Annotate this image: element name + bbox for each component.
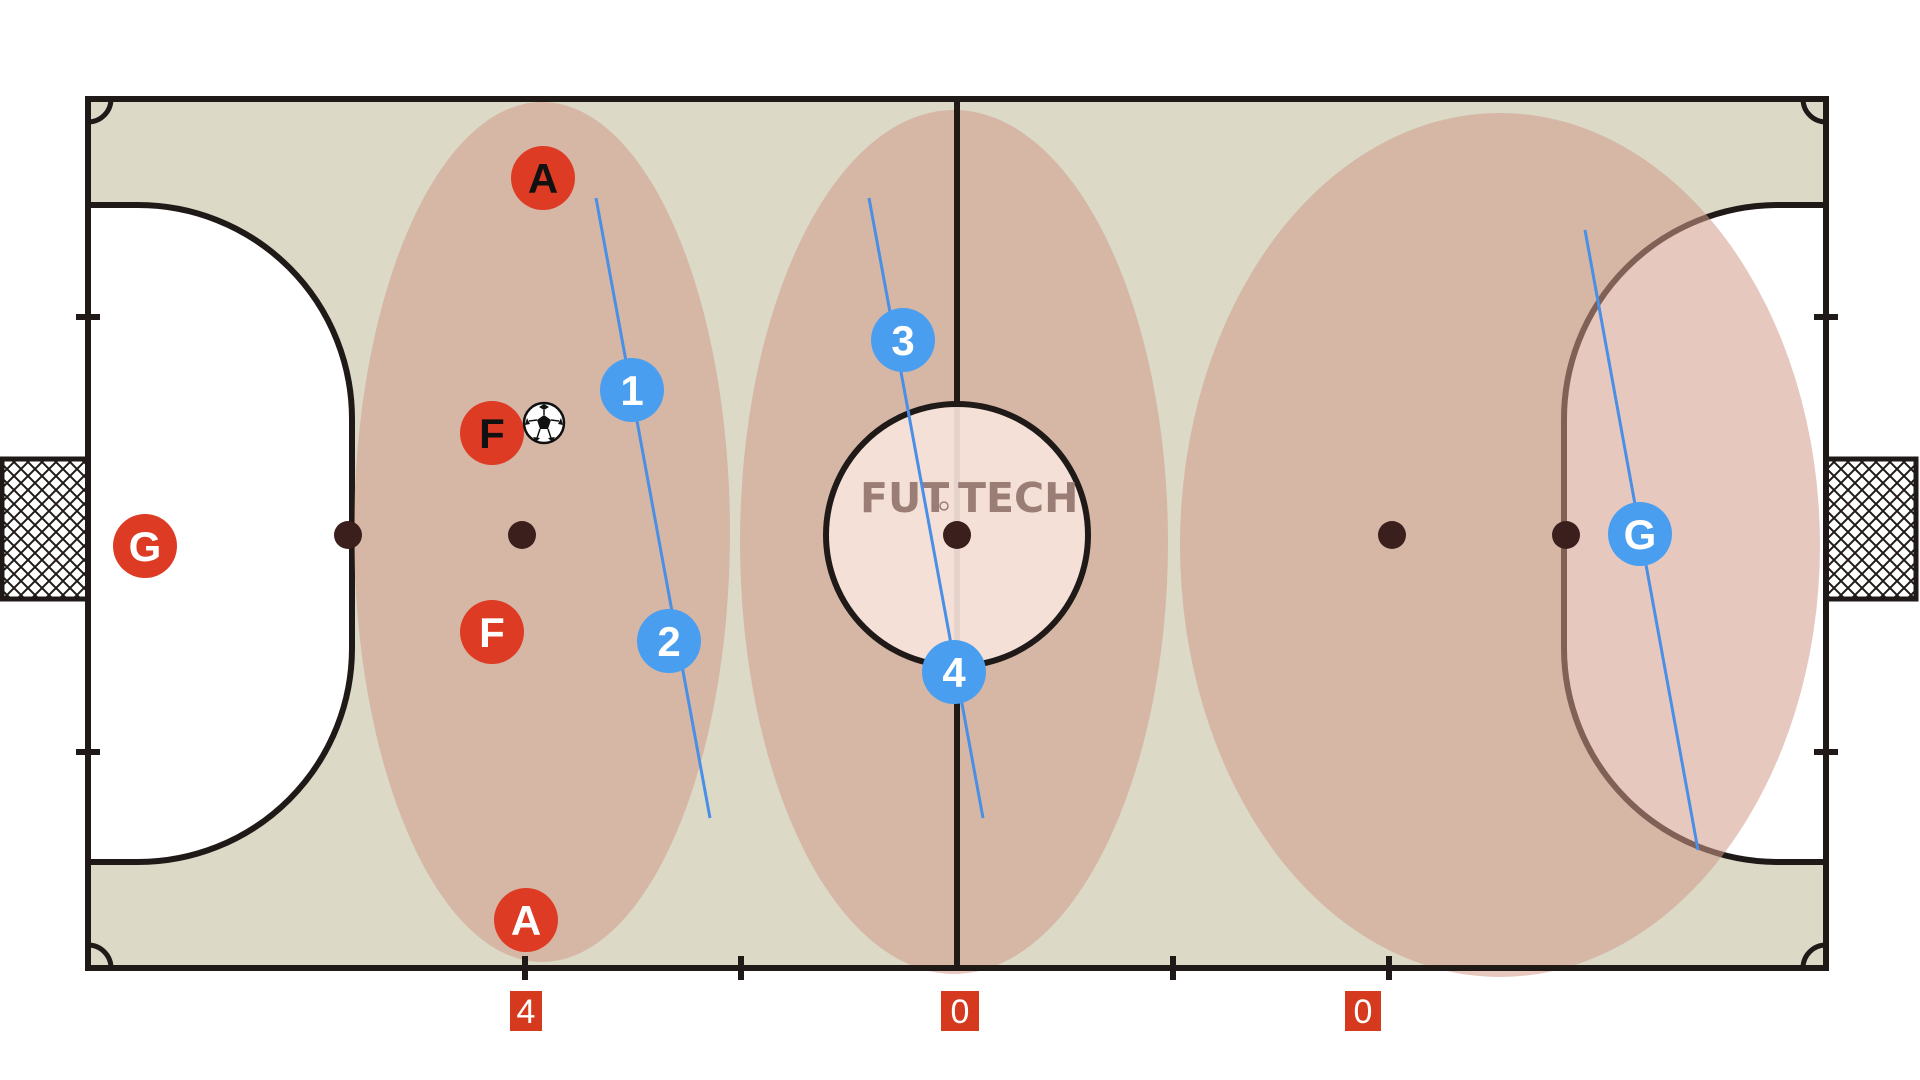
right-second-penalty-mark [1378,521,1406,549]
blue-player-4[interactable]: 4 [922,640,986,704]
blue-player-2[interactable]: 2 [637,609,701,673]
soccer-ball-icon[interactable] [522,401,566,445]
red-player-ala-top[interactable]: A [511,146,575,210]
zone-left [354,102,730,962]
red-player-goalkeeper[interactable]: G [113,514,177,578]
red-ala-bottom-label: A [511,897,541,944]
zone-count-labels: 4 0 0 [510,991,1381,1031]
red-player-fixo-bottom[interactable]: F [460,600,524,664]
red-team: A F G F A [113,146,575,952]
watermark-tech: TECH [958,474,1078,522]
zone-count-right: 0 [1345,991,1381,1031]
watermark-ball-icon [939,501,949,511]
corner-arc-top-right [1800,98,1827,125]
right-penalty-mark [1552,521,1580,549]
right-goal-net [1823,456,1919,602]
zone-right [1180,113,1820,977]
red-player-fixo-top[interactable]: F [460,401,524,465]
watermark-fut: FUT [860,474,949,522]
blue-line-center [867,197,985,819]
corner-arc-bottom-left [87,942,114,969]
red-player-ala-bottom[interactable]: A [494,888,558,952]
blue-line-left [594,197,712,819]
blue-player-3-label: 3 [891,317,914,364]
blue-player-1-label: 1 [620,367,643,414]
zone-count-left-value: 4 [517,993,536,1031]
blue-goalkeeper-label: G [1624,511,1657,558]
court-marks [334,521,1580,549]
zone-count-center: 0 [941,991,979,1031]
red-ala-top-label: A [528,155,558,202]
zone-count-center-value: 0 [951,993,970,1031]
left-goal-net [0,456,91,602]
red-goalkeeper-label: G [129,523,162,570]
left-penalty-mark [334,521,362,549]
blue-player-1[interactable]: 1 [600,358,664,422]
corner-arc-top-left [87,98,114,125]
zone-count-left: 4 [510,991,542,1031]
court-boundary [85,96,1829,971]
left-second-penalty-mark [508,521,536,549]
red-fixo-top-label: F [479,410,505,457]
center-spot [943,521,971,549]
blue-team: 1 2 3 4 G [600,308,1672,704]
zone-count-right-value: 0 [1354,993,1373,1031]
blue-player-2-label: 2 [657,618,680,665]
left-penalty-area [88,202,355,865]
blue-player-goalkeeper[interactable]: G [1608,502,1672,566]
blue-player-3[interactable]: 3 [871,308,935,372]
corner-arc-bottom-right [1800,942,1827,969]
red-fixo-bottom-label: F [479,609,505,656]
blue-player-4-label: 4 [942,649,966,696]
court-ticks [76,314,1838,980]
